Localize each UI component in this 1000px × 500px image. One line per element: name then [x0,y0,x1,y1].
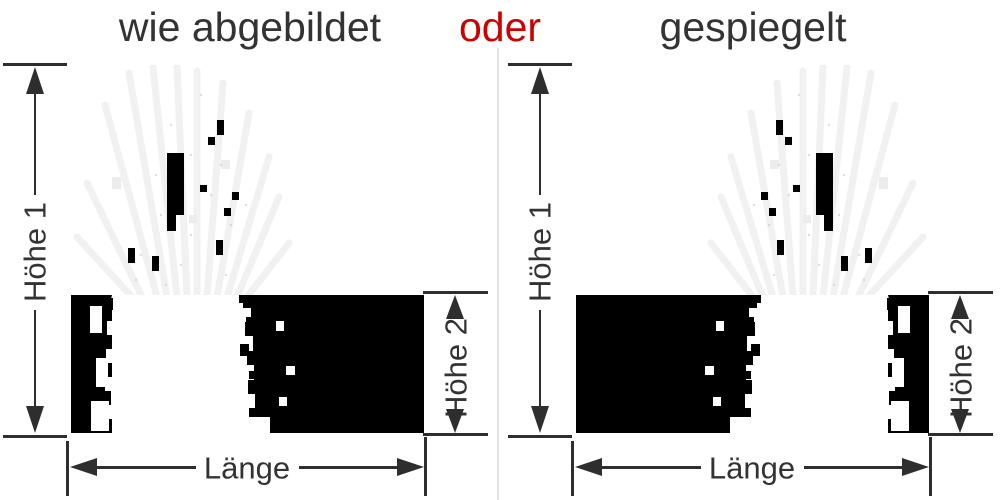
decal-fragments [102,120,272,379]
option-label-mirrored: gespiegelt [659,4,847,50]
height1-cap-bottom [3,435,67,438]
height2-cap-bottom [423,433,488,436]
arrow-up-icon [26,67,44,94]
arrow-right-icon [397,458,424,476]
grass-cutout [104,295,270,433]
panel-mirrored: Höhe 1 [505,0,1000,500]
arrow-down-icon [531,406,549,433]
panel-as-shown: Höhe 1 [0,0,495,500]
speckles [134,93,248,287]
length-line-right [804,466,904,469]
length-cap-left [66,441,69,496]
height1-cap-bottom [508,435,572,438]
band-white-notches [90,306,295,431]
height1-line-upper [538,92,541,195]
height1-cap-top [3,63,67,66]
arrow-up-icon [531,67,549,94]
height2-label: Höhe 2 [943,318,979,418]
length-label: Länge [708,450,796,486]
grass-decal-graphic [71,65,424,433]
panel-divider [497,48,499,500]
height1-line-lower [538,310,541,410]
arrow-left-icon [575,458,602,476]
grass-decal-graphic-mirrored [576,65,929,433]
arrow-down-icon [951,409,969,433]
band-white-notches [705,306,910,431]
length-label: Länge [203,450,291,486]
decal-fragments [728,120,898,379]
height2-cap-bottom [928,433,993,436]
length-line-left [600,466,701,469]
height1-line-lower [33,310,36,410]
option-label-as-shown: wie abgebildet [118,4,382,50]
length-cap-left [571,441,574,496]
height1-label: Höhe 1 [17,202,53,302]
faint-grass-blades [707,65,927,301]
height1-line-upper [33,92,36,195]
height1-cap-top [508,63,572,66]
arrow-left-icon [70,458,97,476]
height2-cap-top [928,291,993,294]
arrow-right-icon [902,458,929,476]
arrow-up-icon [951,295,969,319]
arrow-down-icon [446,409,464,433]
length-line-left [95,466,196,469]
height2-label: Höhe 2 [438,318,474,418]
option-conjunction-oder: oder [458,4,542,50]
arrow-down-icon [26,406,44,433]
arrow-up-icon [446,295,464,319]
length-cap-right [424,437,427,496]
height1-label: Höhe 1 [522,202,558,302]
grass-cutout [730,295,896,433]
length-line-right [299,466,399,469]
speckles [752,93,866,287]
height2-cap-top [423,291,488,294]
length-cap-right [929,437,932,496]
